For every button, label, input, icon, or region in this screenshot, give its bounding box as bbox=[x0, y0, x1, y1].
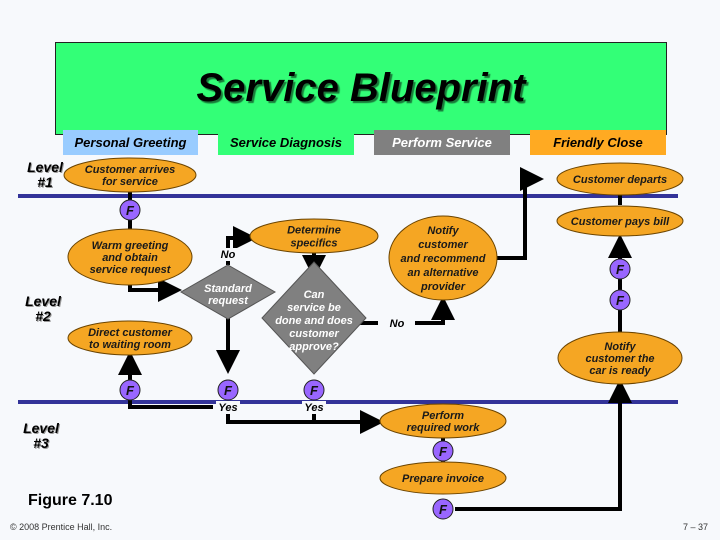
fail-point-label: F bbox=[439, 502, 448, 517]
fail-point-marker bbox=[303, 379, 325, 401]
level-2-num: #2 bbox=[35, 308, 51, 324]
title-banner: Service Blueprint bbox=[55, 42, 667, 135]
page-number: 7 – 37 bbox=[683, 522, 709, 532]
node-prepare-invoice bbox=[379, 461, 507, 495]
fail-point-marker bbox=[609, 289, 631, 311]
phase-perform-service: Perform Service bbox=[374, 130, 510, 155]
fail-point-marker bbox=[119, 199, 141, 221]
fail-point-label: F bbox=[126, 203, 135, 218]
level-3-num: #3 bbox=[33, 435, 49, 451]
level-1-word: Level bbox=[27, 159, 63, 175]
fail-point-label: F bbox=[310, 383, 319, 398]
fail-point-label: F bbox=[616, 262, 625, 277]
level-3-label: Level #3 bbox=[18, 421, 64, 451]
branch-label-no: No bbox=[221, 249, 236, 261]
decision-standard-request bbox=[179, 264, 277, 320]
line-of-visibility bbox=[18, 400, 678, 404]
node-notify-alternative bbox=[388, 215, 498, 301]
node-determine-specifics bbox=[249, 218, 379, 254]
node-customer-pays-label: Customer pays bill bbox=[571, 216, 670, 228]
fail-point-label: F bbox=[126, 383, 135, 398]
phase-personal-greeting: Personal Greeting bbox=[63, 130, 198, 155]
fail-point-label: F bbox=[439, 444, 448, 459]
node-customer-departs-label: Customer departs bbox=[573, 174, 667, 186]
node-customer-departs bbox=[556, 162, 684, 196]
fail-point-marker bbox=[217, 379, 239, 401]
node-direct-customer bbox=[67, 320, 193, 356]
label-bg bbox=[216, 401, 240, 414]
label-bg bbox=[302, 401, 326, 414]
fail-point-marker bbox=[432, 440, 454, 462]
fail-point-label: F bbox=[224, 383, 233, 398]
label-bg bbox=[385, 317, 409, 330]
fail-point-marker bbox=[609, 258, 631, 280]
fail-point-marker bbox=[432, 498, 454, 520]
level-1-num: #1 bbox=[37, 174, 53, 190]
connector bbox=[455, 379, 632, 511]
level-1-label: Level #1 bbox=[22, 160, 68, 190]
decision-can-service bbox=[261, 261, 367, 375]
copyright: © 2008 Prentice Hall, Inc. bbox=[10, 522, 113, 532]
node-prepare-invoice-label: Prepare invoice bbox=[402, 473, 484, 485]
branch-label-yes: Yes bbox=[304, 402, 323, 414]
page-title: Service Blueprint bbox=[196, 66, 526, 110]
node-perform-work bbox=[379, 403, 507, 439]
level-2-word: Level bbox=[25, 293, 61, 309]
branch-label-no: No bbox=[390, 318, 405, 330]
label-bg bbox=[216, 248, 240, 261]
figure-caption: Figure 7.10 bbox=[28, 492, 113, 509]
fail-point-marker bbox=[119, 379, 141, 401]
node-warm-greeting bbox=[67, 228, 193, 286]
node-customer-pays bbox=[556, 205, 684, 237]
phase-service-diagnosis: Service Diagnosis bbox=[218, 130, 354, 155]
level-2-label: Level #2 bbox=[20, 294, 66, 324]
connector bbox=[495, 167, 544, 260]
node-notify-ready bbox=[557, 331, 683, 385]
line-of-interaction bbox=[18, 194, 678, 198]
node-customer-arrives bbox=[63, 157, 197, 193]
phase-friendly-close: Friendly Close bbox=[530, 130, 666, 155]
connector bbox=[226, 410, 384, 434]
branch-label-yes: Yes bbox=[218, 402, 237, 414]
connector bbox=[118, 351, 213, 409]
connector bbox=[415, 296, 455, 325]
fail-point-label: F bbox=[616, 293, 625, 308]
level-3-word: Level bbox=[23, 420, 59, 436]
